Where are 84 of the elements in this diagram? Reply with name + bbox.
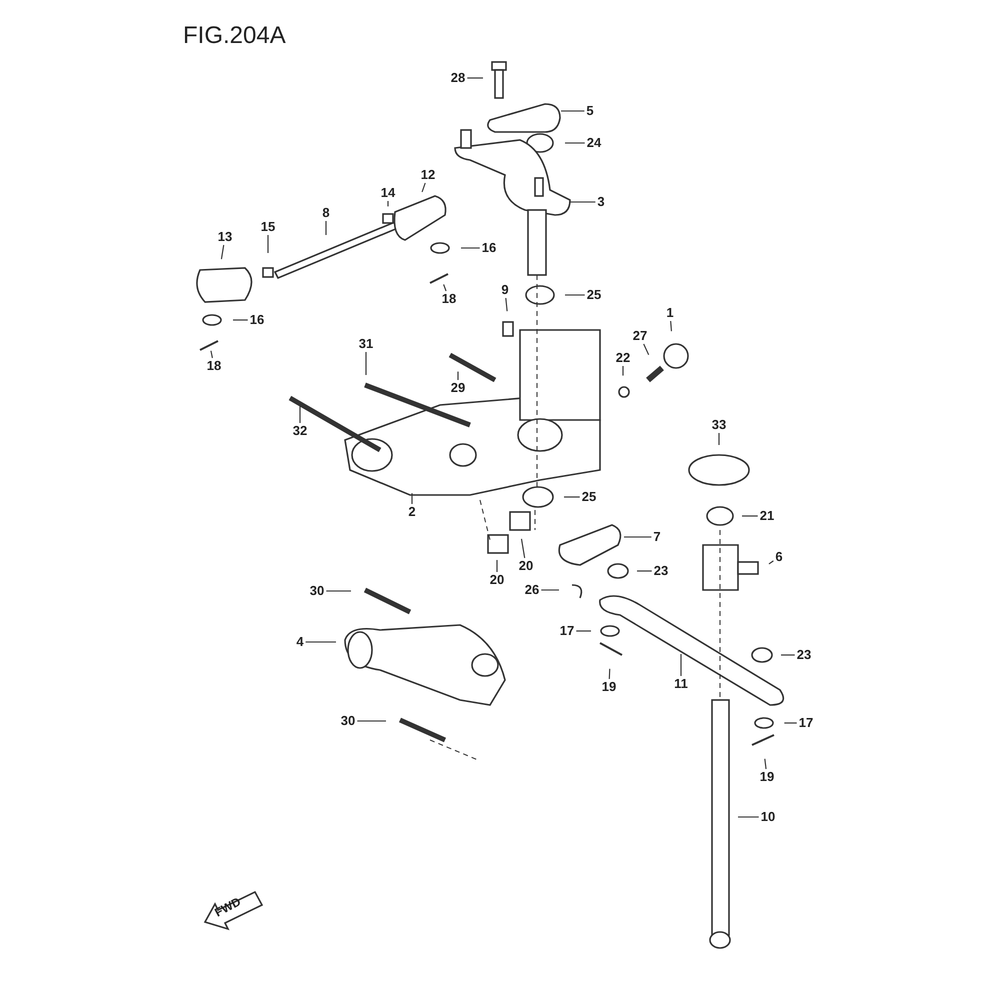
leader-line xyxy=(738,816,759,818)
direction-label: FWD xyxy=(212,894,244,920)
callout-number: 31 xyxy=(356,336,376,352)
leader-line xyxy=(461,247,480,249)
leader-line xyxy=(422,182,426,192)
leader-line xyxy=(267,235,269,253)
callout-number: 4 xyxy=(294,634,306,650)
callout-number: 25 xyxy=(584,287,604,303)
callout-number: 18 xyxy=(204,358,224,374)
leader-line xyxy=(387,201,389,206)
leader-line xyxy=(220,244,224,260)
leader-line xyxy=(576,630,591,632)
callout-number: 28 xyxy=(448,70,468,86)
callout-number: 17 xyxy=(558,623,576,639)
leader-line xyxy=(365,352,367,375)
callout-number: 22 xyxy=(614,350,632,366)
leader-line xyxy=(718,433,720,445)
leader-line xyxy=(325,221,327,235)
leader-line xyxy=(622,366,624,376)
leader-line xyxy=(670,320,672,332)
callout-number: 23 xyxy=(794,647,814,663)
leader-line xyxy=(541,589,559,591)
callout-number: 5 xyxy=(584,103,596,119)
leader-line xyxy=(680,654,682,676)
leader-line xyxy=(637,570,652,572)
leader-line xyxy=(457,372,459,380)
callout-number: 9 xyxy=(499,282,511,298)
callout-number: 16 xyxy=(248,312,266,328)
leader-line xyxy=(565,142,585,144)
callout-number: 26 xyxy=(522,582,542,598)
callout-number: 8 xyxy=(320,205,332,221)
callout-number: 18 xyxy=(440,291,458,307)
callout-number: 11 xyxy=(672,676,690,692)
leader-line xyxy=(443,284,447,292)
callout-number: 20 xyxy=(516,558,536,574)
callout-number: 1 xyxy=(664,305,676,321)
leader-line xyxy=(496,560,498,572)
callout-number: 32 xyxy=(290,423,310,439)
callout-number: 3 xyxy=(595,194,607,210)
leader-line xyxy=(565,294,585,296)
leader-line xyxy=(505,298,508,312)
leader-line xyxy=(768,560,774,564)
callout-number: 17 xyxy=(796,715,816,731)
callout-number: 13 xyxy=(216,229,234,245)
leader-line xyxy=(764,758,767,770)
callout-number: 2 xyxy=(406,504,418,520)
callout-number: 21 xyxy=(758,508,776,524)
leader-line xyxy=(624,536,652,538)
callout-number: 7 xyxy=(651,529,663,545)
callout-number: 19 xyxy=(758,769,776,785)
callout-number: 12 xyxy=(418,167,438,183)
leader-line xyxy=(357,720,386,722)
callout-number: 20 xyxy=(488,572,506,588)
leader-line xyxy=(520,538,526,558)
callout-number: 27 xyxy=(630,328,650,344)
callout-number: 30 xyxy=(338,713,358,729)
leader-line xyxy=(299,405,301,423)
leader-line xyxy=(742,515,758,517)
callout-number: 29 xyxy=(448,380,468,396)
callout-number: 25 xyxy=(580,489,598,505)
leader-line xyxy=(467,77,483,79)
callout-number: 23 xyxy=(652,563,670,579)
callout-number: 14 xyxy=(378,185,398,201)
leader-line xyxy=(564,496,580,498)
callout-number: 10 xyxy=(758,809,778,825)
leader-line xyxy=(306,641,336,643)
callout-number: 30 xyxy=(308,583,326,599)
leader-line xyxy=(608,668,610,680)
leader-line xyxy=(326,590,351,592)
leader-line xyxy=(561,110,584,112)
callout-number: 15 xyxy=(258,219,278,235)
callout-number: 6 xyxy=(773,549,785,565)
callout-number: 19 xyxy=(600,679,618,695)
leader-line xyxy=(784,722,797,724)
callout-number: 24 xyxy=(584,135,604,151)
leader-line xyxy=(781,654,795,656)
leader-line xyxy=(233,319,248,321)
leader-line xyxy=(411,493,413,504)
leader-line xyxy=(210,350,213,358)
callout-number: 33 xyxy=(710,417,728,433)
leader-line xyxy=(569,201,596,203)
leader-line xyxy=(643,344,650,356)
callout-number: 16 xyxy=(480,240,498,256)
figure-title: FIG.204A xyxy=(183,22,286,50)
